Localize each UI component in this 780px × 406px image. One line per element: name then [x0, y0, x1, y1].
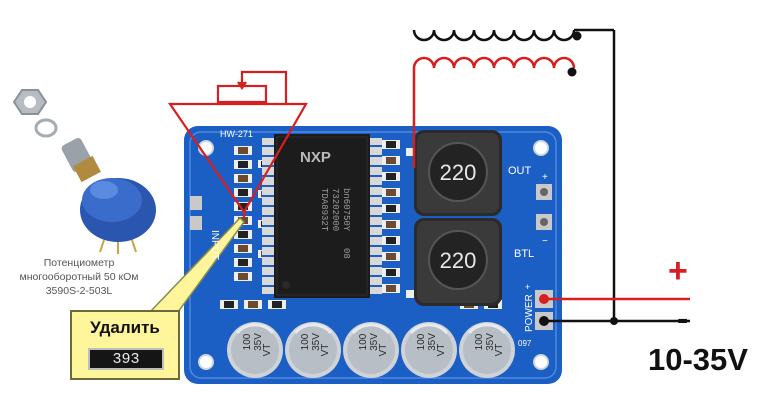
label-input: INPUT — [209, 230, 220, 260]
capacitor-label: VT — [320, 344, 331, 357]
speaker-coil-red — [412, 56, 576, 168]
capacitor-label: VT — [494, 344, 505, 357]
inductor-value: 220 — [440, 248, 477, 273]
capacitor-label: VT — [378, 344, 389, 357]
capacitor-label: 100 — [474, 333, 485, 350]
inductor — [414, 130, 502, 216]
label-out: OUT — [508, 165, 532, 177]
capacitor-label: VT — [436, 344, 447, 357]
remove-label: Удалить — [90, 318, 160, 337]
capacitor — [285, 322, 341, 378]
smd-resistor-image: 393 — [88, 348, 164, 370]
label-plus: + — [542, 172, 548, 183]
capacitor-label: 35V — [253, 333, 264, 351]
chip-brand: NXP — [300, 149, 331, 166]
chip-marking: 08 — [341, 248, 351, 259]
caption-line: 3590S-2-503L — [45, 285, 113, 297]
coil-dot — [572, 31, 582, 41]
potentiometer-symbol — [167, 70, 308, 218]
input-terminals — [190, 196, 202, 230]
potentiometer-caption: Потенциометр многооборотный 50 кОм 3590S… — [8, 256, 150, 298]
wire-junction — [610, 317, 618, 325]
capacitor-label: 100 — [300, 333, 311, 350]
caption-line: многооборотный 50 кОм — [19, 271, 139, 283]
remove-note: Удалить 393 — [70, 310, 180, 380]
mount-hole — [533, 354, 549, 370]
label-code: 097 — [518, 339, 532, 348]
capacitor — [459, 322, 515, 378]
capacitor-label: 100 — [358, 333, 369, 350]
voltage-label: 10-35V — [648, 342, 748, 377]
output-terminals — [536, 184, 552, 230]
mount-hole — [533, 140, 549, 156]
capacitor-label: 35V — [485, 333, 496, 351]
potentiometer-image — [12, 89, 156, 254]
caption-line: Потенциометр — [43, 257, 115, 269]
power-minus-label: - — [677, 300, 689, 338]
board-model: HW-271 — [220, 129, 253, 139]
capacitor-label: 35V — [427, 333, 438, 351]
capacitor-label: 35V — [311, 333, 322, 351]
label-power: POWER — [524, 294, 535, 332]
capacitor — [227, 322, 283, 378]
capacitor-label: 35V — [369, 333, 380, 351]
inductor-value: 220 — [440, 160, 477, 185]
amplifier-chip — [262, 134, 382, 298]
inductor — [414, 218, 502, 306]
chip-marking: TDA8932T — [319, 188, 329, 232]
power-plus-mark: + — [525, 282, 530, 292]
capacitor — [401, 322, 457, 378]
capacitor-label: 100 — [242, 333, 253, 350]
capacitor — [343, 322, 399, 378]
speaker-coil-black — [412, 28, 616, 322]
power-plus-label: + — [668, 252, 688, 290]
label-minus: − — [542, 236, 548, 247]
coil-dot — [567, 67, 577, 77]
capacitor-label: VT — [262, 344, 273, 357]
chip-marking: bn60750Y — [341, 188, 351, 232]
resistor-code: 393 — [112, 351, 140, 368]
label-btl: BTL — [514, 248, 534, 260]
capacitor-label: 100 — [416, 333, 427, 350]
mount-hole — [198, 354, 214, 370]
chip-marking: 73202000 — [330, 188, 340, 231]
